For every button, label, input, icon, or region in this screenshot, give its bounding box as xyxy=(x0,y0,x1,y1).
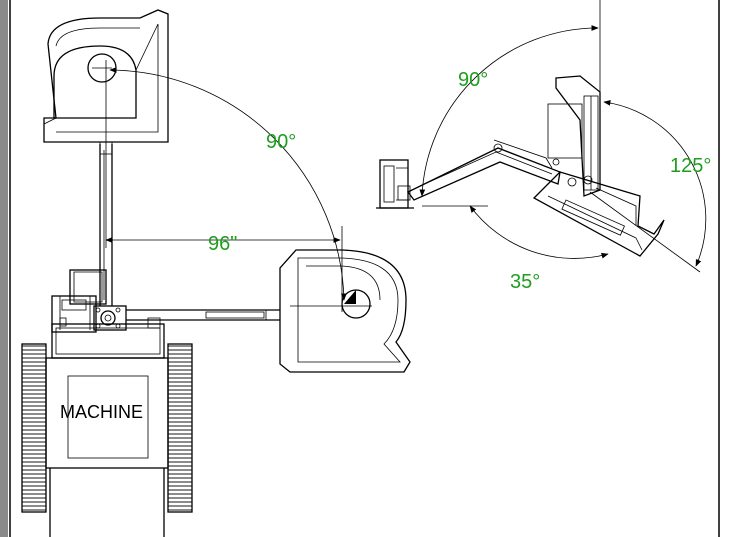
tilt-right-label: 125° xyxy=(670,155,711,177)
machine-label: MACHINE xyxy=(60,402,143,422)
swing-angle-label: 90° xyxy=(266,131,296,153)
boom-horizontal xyxy=(126,309,291,321)
reach-label: 96" xyxy=(208,233,237,255)
machine-body xyxy=(21,269,193,537)
side-view-dimensions xyxy=(419,0,707,273)
side-view-machine xyxy=(376,75,665,257)
attachment-head-right xyxy=(279,249,411,373)
tilt-up-label: 90° xyxy=(458,69,488,91)
swing-arc xyxy=(109,67,347,301)
tilt-down-label: 35° xyxy=(510,271,540,293)
